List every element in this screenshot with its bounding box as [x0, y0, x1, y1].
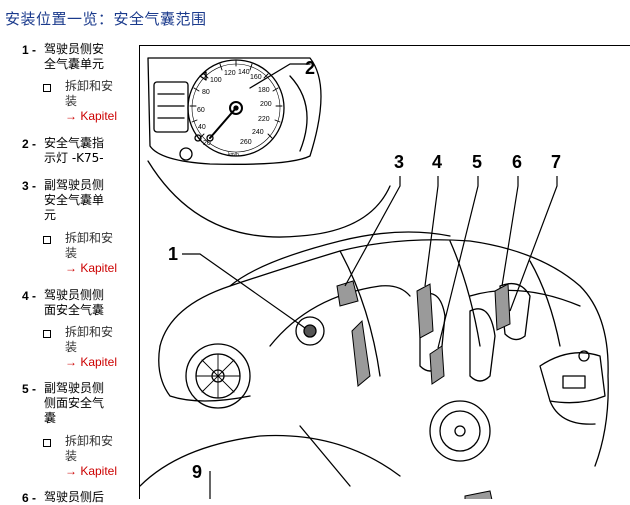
- gauge-tick-label: 120: [224, 70, 236, 77]
- cluster-inset-outline: [147, 57, 322, 165]
- a-pillar: [339, 250, 381, 377]
- bullet-icon: [43, 236, 51, 244]
- kapitel-link[interactable]: → Kapitel: [65, 261, 118, 275]
- kapitel-link[interactable]: → Kapitel: [65, 109, 118, 123]
- item-label-line: 副驾驶员侧: [44, 178, 105, 192]
- sub-item-label: 拆卸和安: [65, 325, 114, 339]
- item-number: 6 -: [22, 491, 37, 505]
- front-wheel: [185, 343, 251, 409]
- gauge-tick-label: 100: [210, 77, 222, 84]
- item-label-line: 安全气囊单: [44, 193, 105, 207]
- lower-inset-outline: [140, 434, 401, 487]
- rear-side-airbag-right: [494, 283, 511, 331]
- callout-number-1: 1: [168, 244, 178, 264]
- gauge-tick-label: 60: [197, 107, 205, 114]
- sub-item-label: 装: [65, 246, 78, 260]
- item-label-line: 囊: [44, 411, 57, 425]
- gauge-tick-label: 160: [250, 74, 262, 81]
- gauge-tick-label: 40: [198, 124, 206, 131]
- kapitel-link[interactable]: → Kapitel: [65, 355, 118, 369]
- item-number: 3 -: [22, 179, 37, 193]
- callout-number-3: 3: [394, 152, 404, 172]
- sub-item-label: 装: [65, 340, 78, 354]
- item-number: 4 -: [22, 289, 37, 303]
- kapitel-link[interactable]: → Kapitel: [65, 464, 118, 478]
- bullet-icon: [43, 439, 51, 447]
- gauge-tick-label: 140: [238, 69, 250, 76]
- gauge-tick-label: 180: [258, 87, 270, 94]
- car-front-bumper: [158, 345, 251, 402]
- item-label-line: 示灯 -K75-: [44, 151, 104, 165]
- tachometer-partial: [289, 75, 308, 152]
- item-number: 5 -: [22, 382, 37, 396]
- steering-wheel: [295, 316, 325, 346]
- rear-wheel: [429, 400, 491, 462]
- callout-5-leader: [437, 176, 479, 349]
- item-label-line: 驾驶员侧后: [44, 490, 105, 504]
- car-illustration: 20 40 60 80 100 120 140 160 180 200 220 …: [140, 57, 609, 499]
- sub-item-label: 装: [65, 94, 78, 108]
- item-label-line: 安全气囊指: [44, 136, 105, 150]
- lower-airbag-part: [464, 490, 493, 499]
- rear-bumper: [549, 400, 596, 425]
- item-label-line: 元: [44, 208, 57, 222]
- item-label-line: 面安全气囊: [44, 303, 105, 317]
- component-list: 1 - 驾驶员侧安 全气囊单元 拆卸和安 装 → Kapitel 2 - 安全气…: [0, 0, 136, 505]
- passenger-seat: [469, 308, 496, 382]
- item-label-line: 驾驶员侧安: [44, 42, 105, 56]
- gauge-tick-label: 220: [258, 116, 270, 123]
- callout-number-7: 7: [551, 152, 561, 172]
- vw-logo-icon: [578, 350, 590, 362]
- b-pillar: [449, 240, 481, 347]
- knob-icon: [179, 147, 193, 161]
- rear-side-airbag-left: [429, 345, 445, 385]
- bullet-icon: [43, 330, 51, 338]
- airbag-location-figure: 20 40 60 80 100 120 140 160 180 200 220 …: [139, 45, 630, 499]
- cluster-display-box: [153, 81, 189, 133]
- item-label-line: 副驾驶员侧: [44, 381, 105, 395]
- sub-item-label: 拆卸和安: [65, 231, 114, 245]
- c-pillar: [529, 260, 561, 347]
- callout-4-leader: [424, 176, 439, 287]
- rear-window-line: [469, 289, 581, 307]
- driver-side-airbag: [351, 319, 371, 387]
- gauge-tick-label: 20: [203, 140, 211, 147]
- callout-6-leader: [501, 176, 519, 287]
- passenger-airbag-module: [336, 280, 359, 307]
- callout-number-4: 4: [432, 152, 442, 172]
- item-label-line: 侧面安全气: [44, 396, 105, 410]
- trunk-lid: [539, 352, 606, 404]
- item-label-line: 全气囊单元: [44, 57, 105, 71]
- callout-7-leader: [509, 176, 558, 312]
- car-roofline: [229, 231, 451, 287]
- bullet-icon: [43, 84, 51, 92]
- gauge-tick-label: 200: [260, 101, 272, 108]
- callout-2-leader: [249, 63, 311, 89]
- rear-seat: [499, 282, 531, 341]
- item-number: 2 -: [22, 137, 37, 151]
- dashboard: [269, 285, 411, 347]
- item-label-line: 驾驶员侧侧: [44, 288, 105, 302]
- cluster-inset-bottom: [147, 160, 391, 238]
- callout-number-6: 6: [512, 152, 522, 172]
- item-number: 1 -: [22, 43, 37, 57]
- callout-number-5: 5: [472, 152, 482, 172]
- callout-number-2: 2: [305, 58, 315, 78]
- callout-3-leader: [344, 176, 401, 287]
- page-title: 安装位置一览：安全气囊范围: [5, 10, 207, 28]
- gauge-tick-label: 80: [202, 89, 210, 96]
- sub-item-label: 装: [65, 449, 78, 463]
- gauge-tick-label: 260: [240, 139, 252, 146]
- callout-1-leader: [182, 253, 306, 329]
- sub-item-label: 拆卸和安: [65, 79, 114, 93]
- passenger-side-airbag: [416, 283, 434, 339]
- sub-item-label: 拆卸和安: [65, 434, 114, 448]
- gauge-tick-label: 240: [252, 129, 264, 136]
- license-plate: [562, 375, 586, 389]
- callout-number-9: 9: [192, 462, 202, 482]
- gauge-unit-label: km/h: [228, 152, 239, 158]
- inset-leader: [299, 425, 351, 487]
